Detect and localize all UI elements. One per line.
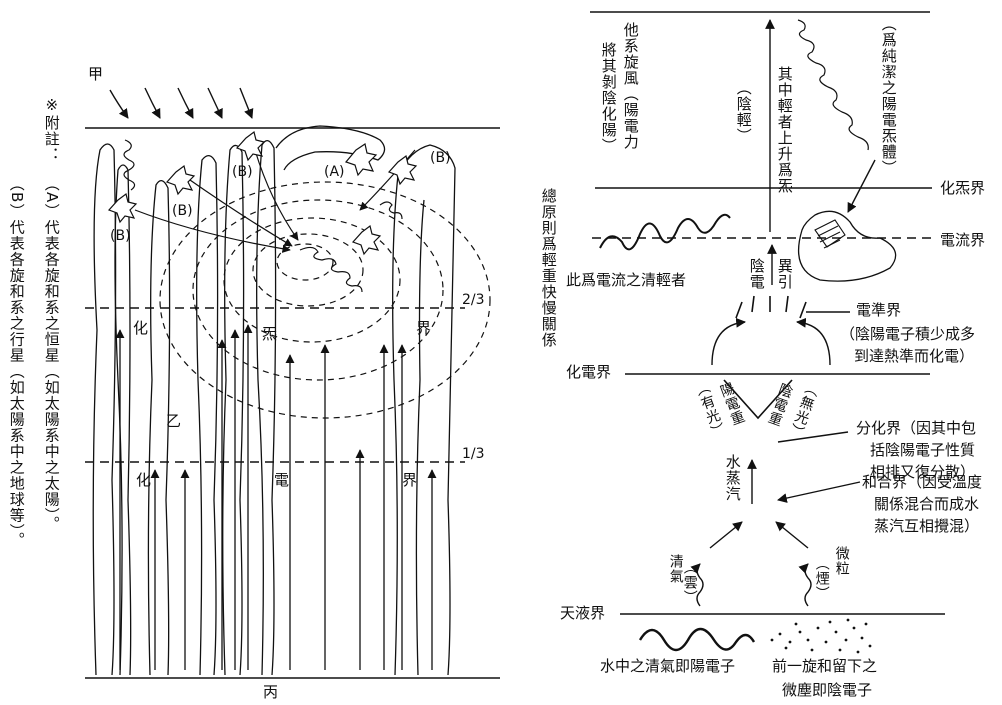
note-heading: ※附註： [42, 96, 61, 163]
marker-b-left: (B) [172, 203, 193, 219]
merge-zone-line-1: 和合界（因受溫度 [862, 473, 983, 491]
lower-zone-char-3: 界 [402, 471, 418, 489]
split-zone-line-1: 分化界（因其中包 [856, 419, 977, 437]
coil-springs [123, 139, 403, 293]
current-zone-label: 電流界 [940, 231, 986, 249]
incoming-arrows [109, 87, 254, 119]
elec-zone-label: 化電界 [566, 363, 612, 381]
dust-note-1: 前一旋和留下之 [772, 657, 878, 675]
other-vortex-note-1: 他系旋風（陽電力 [621, 22, 640, 150]
attract-label: 異引 [775, 258, 794, 290]
to-blob-arrow [847, 159, 876, 213]
label-jia: 甲 [88, 65, 104, 83]
water-wave [638, 627, 756, 652]
rise-label: 其中輕者上升爲炁 [775, 66, 794, 194]
vortex-orbits [159, 181, 491, 419]
note-a: （A）代表各旋和系之恒星（如太陽系中之太陽）。 [42, 176, 61, 532]
dust-note-2: 微塵即陰電子 [782, 681, 873, 699]
upper-zone-char-3: 界 [416, 319, 432, 337]
yin-elec-label: 陰電 [747, 258, 766, 290]
label-bing: 丙 [263, 683, 279, 701]
right-diagram [590, 11, 945, 652]
left-diagram [85, 87, 500, 679]
right-arc-arrow [796, 317, 831, 366]
steam-label: 水蒸汽 [723, 454, 742, 502]
merge-left-arrow [709, 521, 743, 549]
descending-coil [797, 19, 869, 151]
merge-right-arrow [775, 521, 809, 549]
merge-pointer [777, 481, 861, 503]
fraction-one-third: 1/3 [462, 446, 485, 462]
clear-qi-wave [690, 563, 704, 607]
upper-zone-char-1: 化 [133, 319, 149, 337]
water-note: 水中之清氣即陽電子 [600, 657, 736, 675]
pure-yang-label: （爲純潔之陽電炁體） [879, 16, 898, 176]
electric-blob [798, 210, 897, 282]
attraction-arrows [134, 149, 416, 253]
cloud-label: （雲） [681, 560, 698, 605]
marker-b-mid: (B) [232, 164, 253, 180]
yin-light-label: （陰輕） [734, 80, 753, 144]
lower-zone-char-2: 電 [274, 471, 290, 489]
split-zone-line-3: 相排又復分散） [870, 463, 976, 481]
elec-std-note-2: 到達熱準而化電） [854, 347, 975, 365]
particle-wave [798, 563, 812, 607]
radiate-marks [735, 295, 807, 319]
principle-label: 總原則爲輕重快慢關係 [539, 188, 558, 348]
split-pointer [777, 431, 849, 443]
liquid-zone-label: 天液界 [560, 604, 606, 622]
marker-b-far-left: (B) [110, 228, 131, 244]
elec-std-note-1: （陰陽電子積少成多 [840, 325, 976, 343]
other-vortex-note-2: 將其剝陰化陽） [599, 42, 618, 154]
rising-columns [92, 125, 456, 676]
split-v [723, 379, 793, 420]
clear-qi-label: 清氣 [667, 554, 684, 584]
upper-zone-char-2: 炁 [262, 325, 278, 343]
smoke-label: （煙） [813, 556, 830, 601]
qi-zone-label: 化炁界 [940, 179, 986, 197]
merge-zone-line-3: 蒸汽互相攪混） [874, 517, 980, 535]
merge-zone-line-2: 關係混合而成水 [874, 495, 980, 513]
current-note: 此爲電流之清輕者 [566, 271, 687, 289]
particles-label: 微粒 [833, 546, 850, 576]
dust-dots [770, 618, 872, 654]
label-yi: 乙 [166, 412, 182, 430]
note-b: （B）代表各旋和系之行星（如太陽系中之地球等）。 [7, 176, 26, 548]
current-wave [599, 213, 731, 251]
left-arc-arrow [711, 317, 746, 366]
upward-arrows [115, 324, 437, 670]
marker-b-right: (B) [430, 150, 451, 166]
lower-zone-char-1: 化 [136, 471, 152, 489]
marker-a-center: (A) [324, 164, 345, 180]
elec-std-zone-label: 電準界 [856, 301, 902, 319]
fraction-two-thirds: 2/3 [462, 292, 485, 308]
star-bodies [107, 130, 418, 256]
split-zone-line-2: 括陰陽電子性質 [870, 441, 976, 459]
